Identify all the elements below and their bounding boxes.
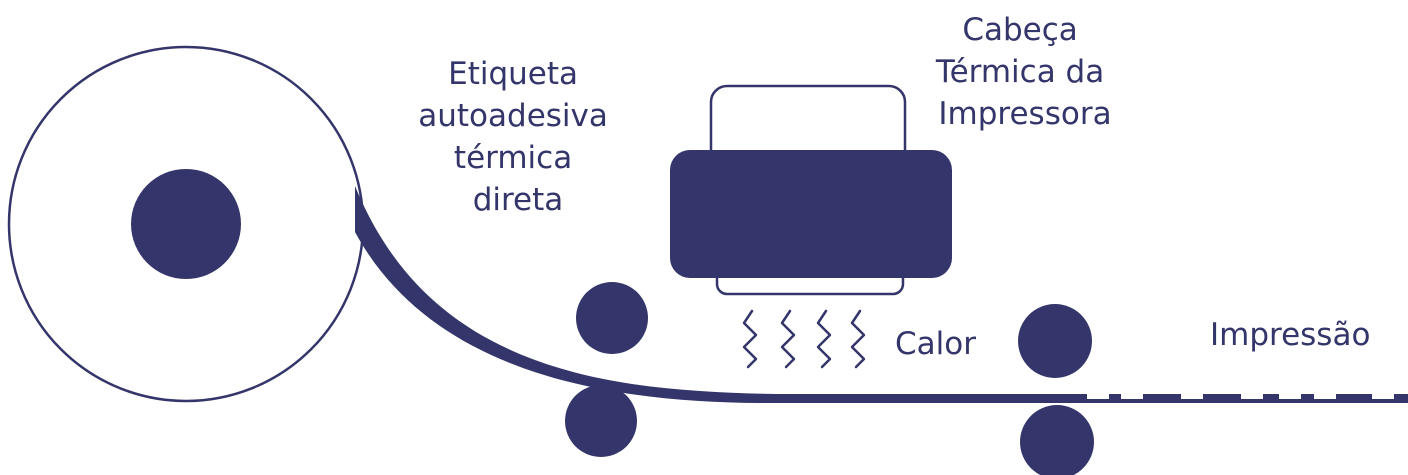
print-head-line-2: Térmica da [935, 54, 1104, 90]
heat-wave-2 [780, 309, 796, 369]
print-mark [1372, 391, 1394, 399]
lower-left-roller [565, 385, 637, 457]
printed-marks [1087, 391, 1394, 399]
heat-wave-4 [850, 309, 866, 369]
printer-head [670, 84, 952, 296]
heat-wave-1 [742, 309, 758, 369]
label-sheet-line-3: térmica [454, 140, 572, 176]
print-mark [1279, 391, 1301, 399]
heat-wave-3 [816, 309, 832, 369]
label-roll [7, 45, 365, 403]
print-mark [1087, 391, 1109, 399]
print-head-caption: Cabeça Térmica da Impressora [935, 12, 1114, 132]
printer-head-body [670, 150, 952, 278]
print-head-line-1: Cabeça [962, 12, 1077, 48]
lower-right-roller [1020, 405, 1094, 475]
print-head-line-3: Impressora [938, 96, 1111, 132]
label-sheet-line-2: autoadesiva [418, 98, 608, 134]
print-mark [1241, 391, 1263, 399]
print-mark [1181, 391, 1203, 399]
upper-left-roller [576, 282, 648, 354]
feed-rollers [565, 282, 1094, 475]
label-sheet-line-1: Etiqueta [448, 56, 578, 92]
label-sheet-caption: Etiqueta autoadesiva térmica direta [418, 56, 617, 218]
label-roll-core [131, 169, 241, 279]
printing-caption: Impressão [1210, 317, 1370, 353]
label-sheet-line-4: direta [473, 182, 564, 218]
print-mark [1121, 391, 1143, 399]
print-mark [1314, 391, 1336, 399]
heat-wave-icon [742, 309, 866, 369]
upper-right-roller [1018, 304, 1092, 378]
heat-caption: Calor [895, 326, 976, 362]
